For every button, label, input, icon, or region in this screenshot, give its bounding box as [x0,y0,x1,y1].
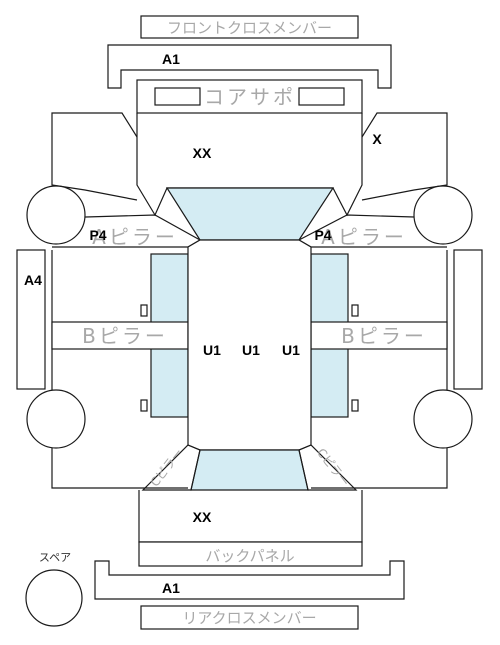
right-side-sill[interactable] [453,249,483,390]
right-rear-door-handle[interactable] [351,399,359,412]
left-front-fender[interactable] [51,112,138,201]
right-a-pillar-label: Aピラー [321,225,407,249]
right-b-pillar[interactable] [310,321,448,350]
rear-window[interactable] [190,449,309,491]
roof-code-1: U1 [203,342,221,358]
left-side-sill[interactable] [16,249,46,390]
rear-right-wheel[interactable] [413,389,473,449]
back-panel-label: バックパネル [205,547,294,565]
right-front-door-handle[interactable] [351,304,359,317]
roof-code-2: U1 [242,342,260,358]
left-c-pillar[interactable] [141,444,201,491]
right-b-pillar-label: Bピラー [341,324,427,348]
front-cross-member-label: フロントクロスメンバー [167,19,332,37]
right-headlight-box[interactable] [298,87,345,106]
front-cross-member-box[interactable] [140,15,359,39]
spare-tire-label: スペア [39,551,71,564]
rear-left-wheel[interactable] [26,389,86,449]
right-c-pillar[interactable] [298,444,358,491]
back-panel[interactable] [138,541,363,567]
left-front-door-handle[interactable] [140,304,148,317]
left-headlight-box[interactable] [154,87,201,106]
right-c-pillar-label: Cピラー [314,446,352,490]
windshield[interactable] [165,187,335,241]
left-a-pillar-label: Aピラー [92,225,178,249]
rear-cross-member-box[interactable] [140,605,359,630]
front-left-wheel[interactable] [26,185,86,245]
front-member-code: A1 [162,51,180,67]
front-right-wheel[interactable] [413,185,473,245]
spare-tire[interactable] [25,569,83,627]
rear-member-code: A1 [162,580,180,596]
roof-code-3: U1 [282,342,300,358]
left-b-pillar-label: Bピラー [82,324,168,348]
core-support-label: コアサポ [204,85,296,109]
left-c-pillar-label: Cピラー [148,446,186,490]
hood-code: XX [193,145,212,161]
trunk-code: XX [193,509,212,525]
left-rear-door-handle[interactable] [140,399,148,412]
rear-cross-member-label: リアクロスメンバー [182,609,316,627]
left-sill-code: A4 [24,272,42,288]
front-member-outline[interactable] [107,44,392,89]
right-front-fender[interactable] [361,112,448,201]
right-fender-code: X [372,131,382,147]
trunk-lid[interactable] [138,490,363,543]
rear-member-outline[interactable] [94,560,405,600]
left-a-pillar-code: P4 [89,227,106,243]
right-a-pillar-code: P4 [314,227,331,243]
